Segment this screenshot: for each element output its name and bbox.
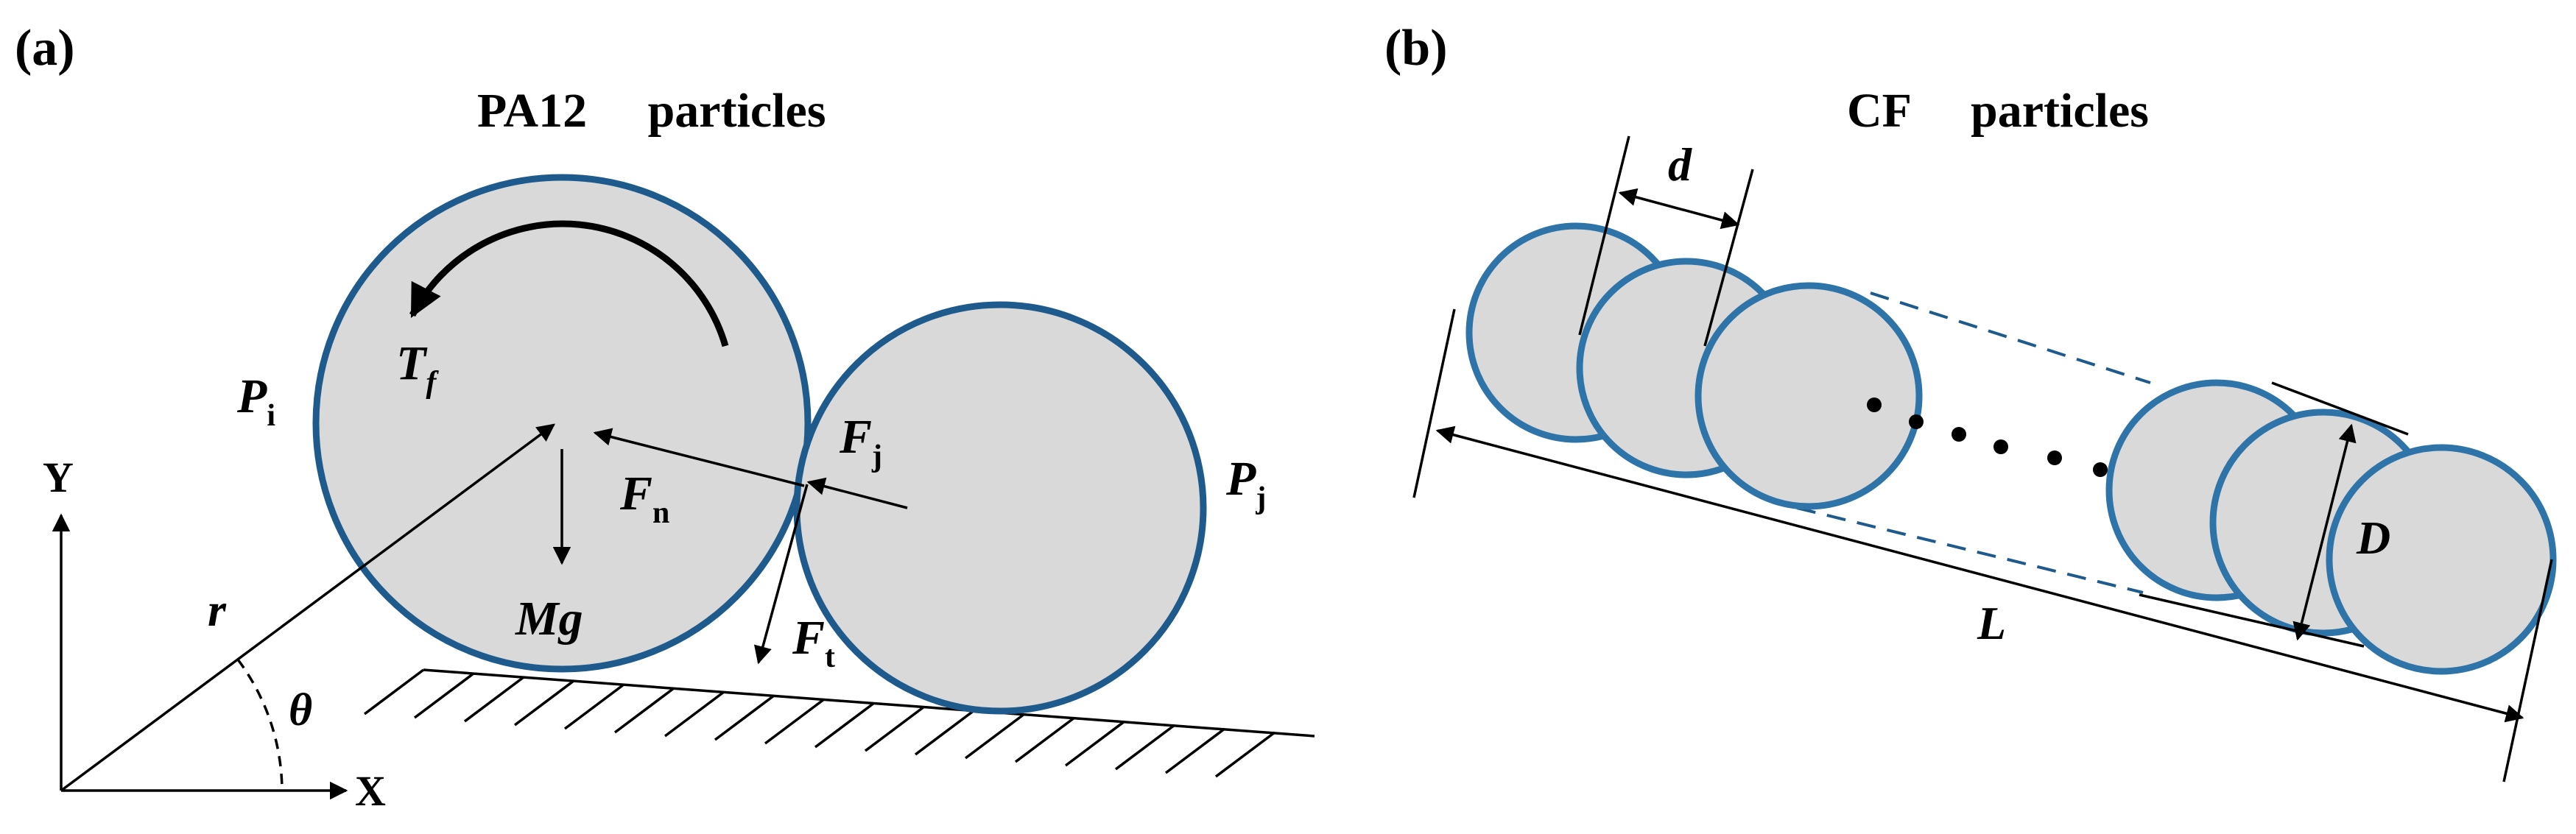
ground-hatching	[363, 668, 1276, 778]
panel-b: (b) CF particles d D	[1384, 20, 2557, 782]
big-d-label: D	[2356, 512, 2390, 564]
envelope-bottom-dashed	[1796, 506, 2144, 594]
friction-torque-arrow	[409, 220, 729, 347]
d-extension-right	[1703, 169, 1754, 347]
mg-label: Mg	[515, 592, 583, 646]
tangential-force-arrow	[753, 484, 809, 665]
pi-label: Pi	[236, 370, 275, 433]
panel-a-tag: (a)	[15, 20, 75, 77]
fj-label: Fj	[839, 410, 882, 473]
panel-b-title: CF particles	[1847, 84, 2149, 138]
cf-sphere-3	[1695, 282, 1923, 510]
x-axis-label: X	[355, 767, 386, 815]
contact-force-arrow	[806, 477, 908, 509]
particle-pj	[793, 301, 1207, 715]
l-dimension-arrow	[1435, 425, 2524, 723]
fn-label: Fn	[619, 467, 669, 530]
d-label: d	[1668, 138, 1692, 191]
ground-line	[423, 668, 1315, 738]
normal-force-arrow	[593, 428, 805, 487]
coordinate-axes: Y X	[43, 453, 386, 815]
ft-label: Ft	[792, 611, 835, 674]
panel-a-title: PA12 particles	[477, 84, 826, 138]
y-axis-label: Y	[43, 453, 74, 501]
pj-label: Pj	[1225, 452, 1266, 515]
envelope-top-solid	[2271, 381, 2409, 436]
d-extension-left	[1578, 135, 1630, 336]
l-extension-right	[2502, 559, 2553, 782]
inclined-ground	[363, 668, 1315, 778]
panel-a: (a) PA12 particles	[15, 20, 1315, 815]
l-extension-left	[1412, 308, 1456, 498]
theta-arc	[236, 658, 284, 791]
d-dimension-arrow	[1618, 188, 1740, 230]
position-vector-r	[60, 423, 555, 792]
envelope-top-dashed	[1870, 291, 2151, 384]
r-label: r	[208, 584, 227, 636]
panel-b-tag: (b)	[1384, 20, 1448, 77]
tf-label: Tf	[396, 336, 439, 400]
theta-label: θ	[289, 685, 312, 735]
l-label: L	[1977, 597, 2006, 649]
